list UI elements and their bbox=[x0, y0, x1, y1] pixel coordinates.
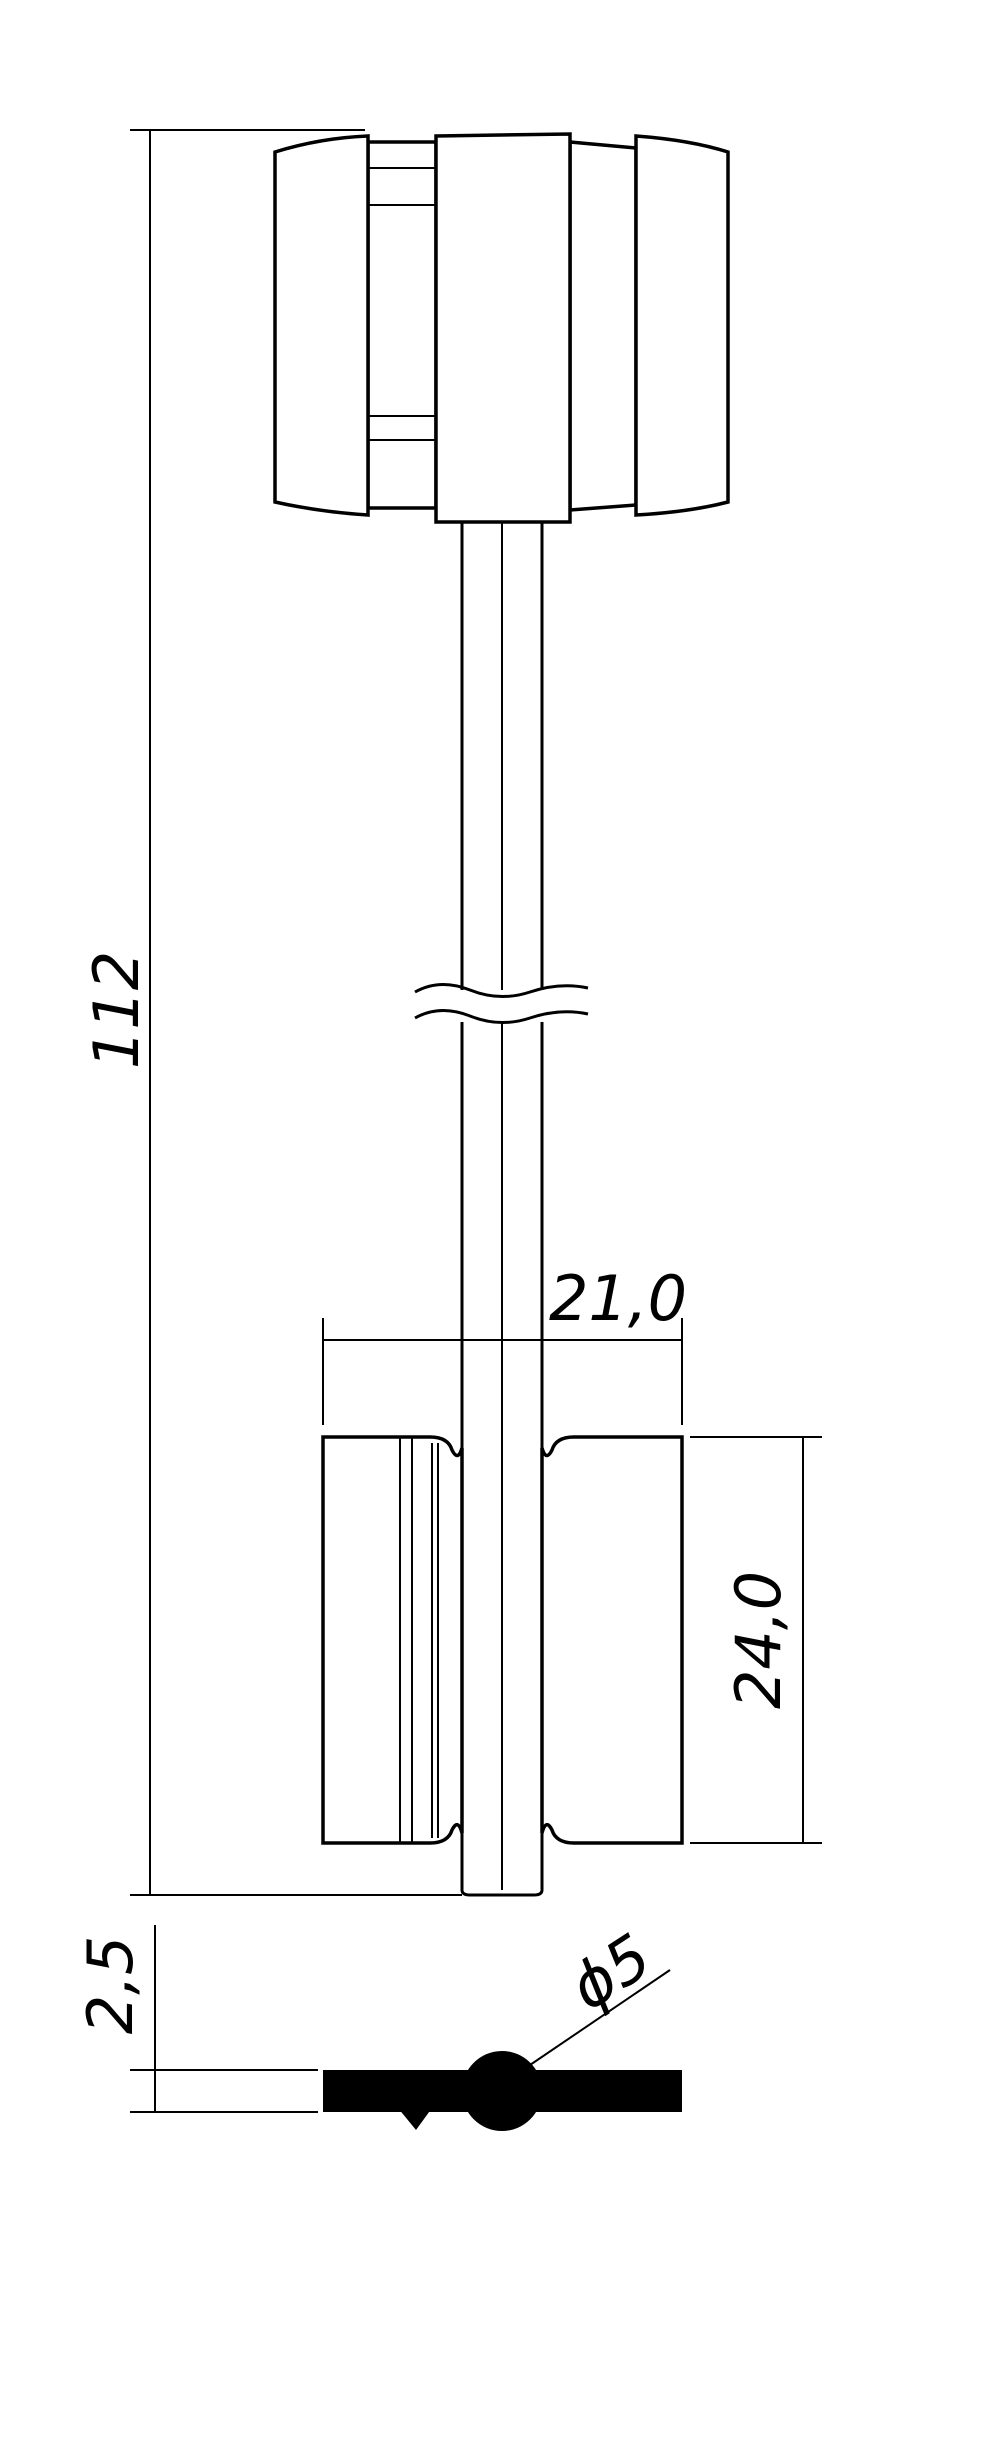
bow-backing-right bbox=[568, 140, 638, 512]
shank-diameter-label: ϕ5 bbox=[557, 1919, 664, 2024]
key-bit bbox=[321, 1435, 684, 1845]
key-bow bbox=[273, 132, 730, 524]
break-symbol bbox=[414, 983, 589, 1024]
overall-length-label: 112 bbox=[80, 951, 153, 1069]
overall-length-dimension: 112 bbox=[80, 129, 462, 1896]
blade-thickness-label: 2,5 bbox=[74, 1936, 147, 2035]
bit-blade-right bbox=[540, 1435, 684, 1845]
bow-plate-center bbox=[434, 132, 572, 524]
section-shank bbox=[462, 2051, 542, 2131]
section-notch bbox=[398, 2108, 432, 2130]
bow-backing-left bbox=[366, 140, 438, 510]
blade-thickness-dimension: 2,5 bbox=[74, 1925, 318, 2113]
bit-height-dimension: 24,0 bbox=[690, 1436, 822, 1844]
cross-section bbox=[323, 2051, 682, 2131]
shank-diameter-dimension: ϕ5 bbox=[529, 1919, 671, 2066]
bow-plate-right bbox=[634, 134, 730, 517]
bit-height-label: 24,0 bbox=[722, 1571, 795, 1709]
bit-width-dimension: 21,0 bbox=[322, 1262, 687, 1425]
bit-blade-left bbox=[321, 1435, 464, 1845]
bit-width-label: 21,0 bbox=[549, 1262, 687, 1335]
bow-plate-left bbox=[273, 134, 370, 517]
